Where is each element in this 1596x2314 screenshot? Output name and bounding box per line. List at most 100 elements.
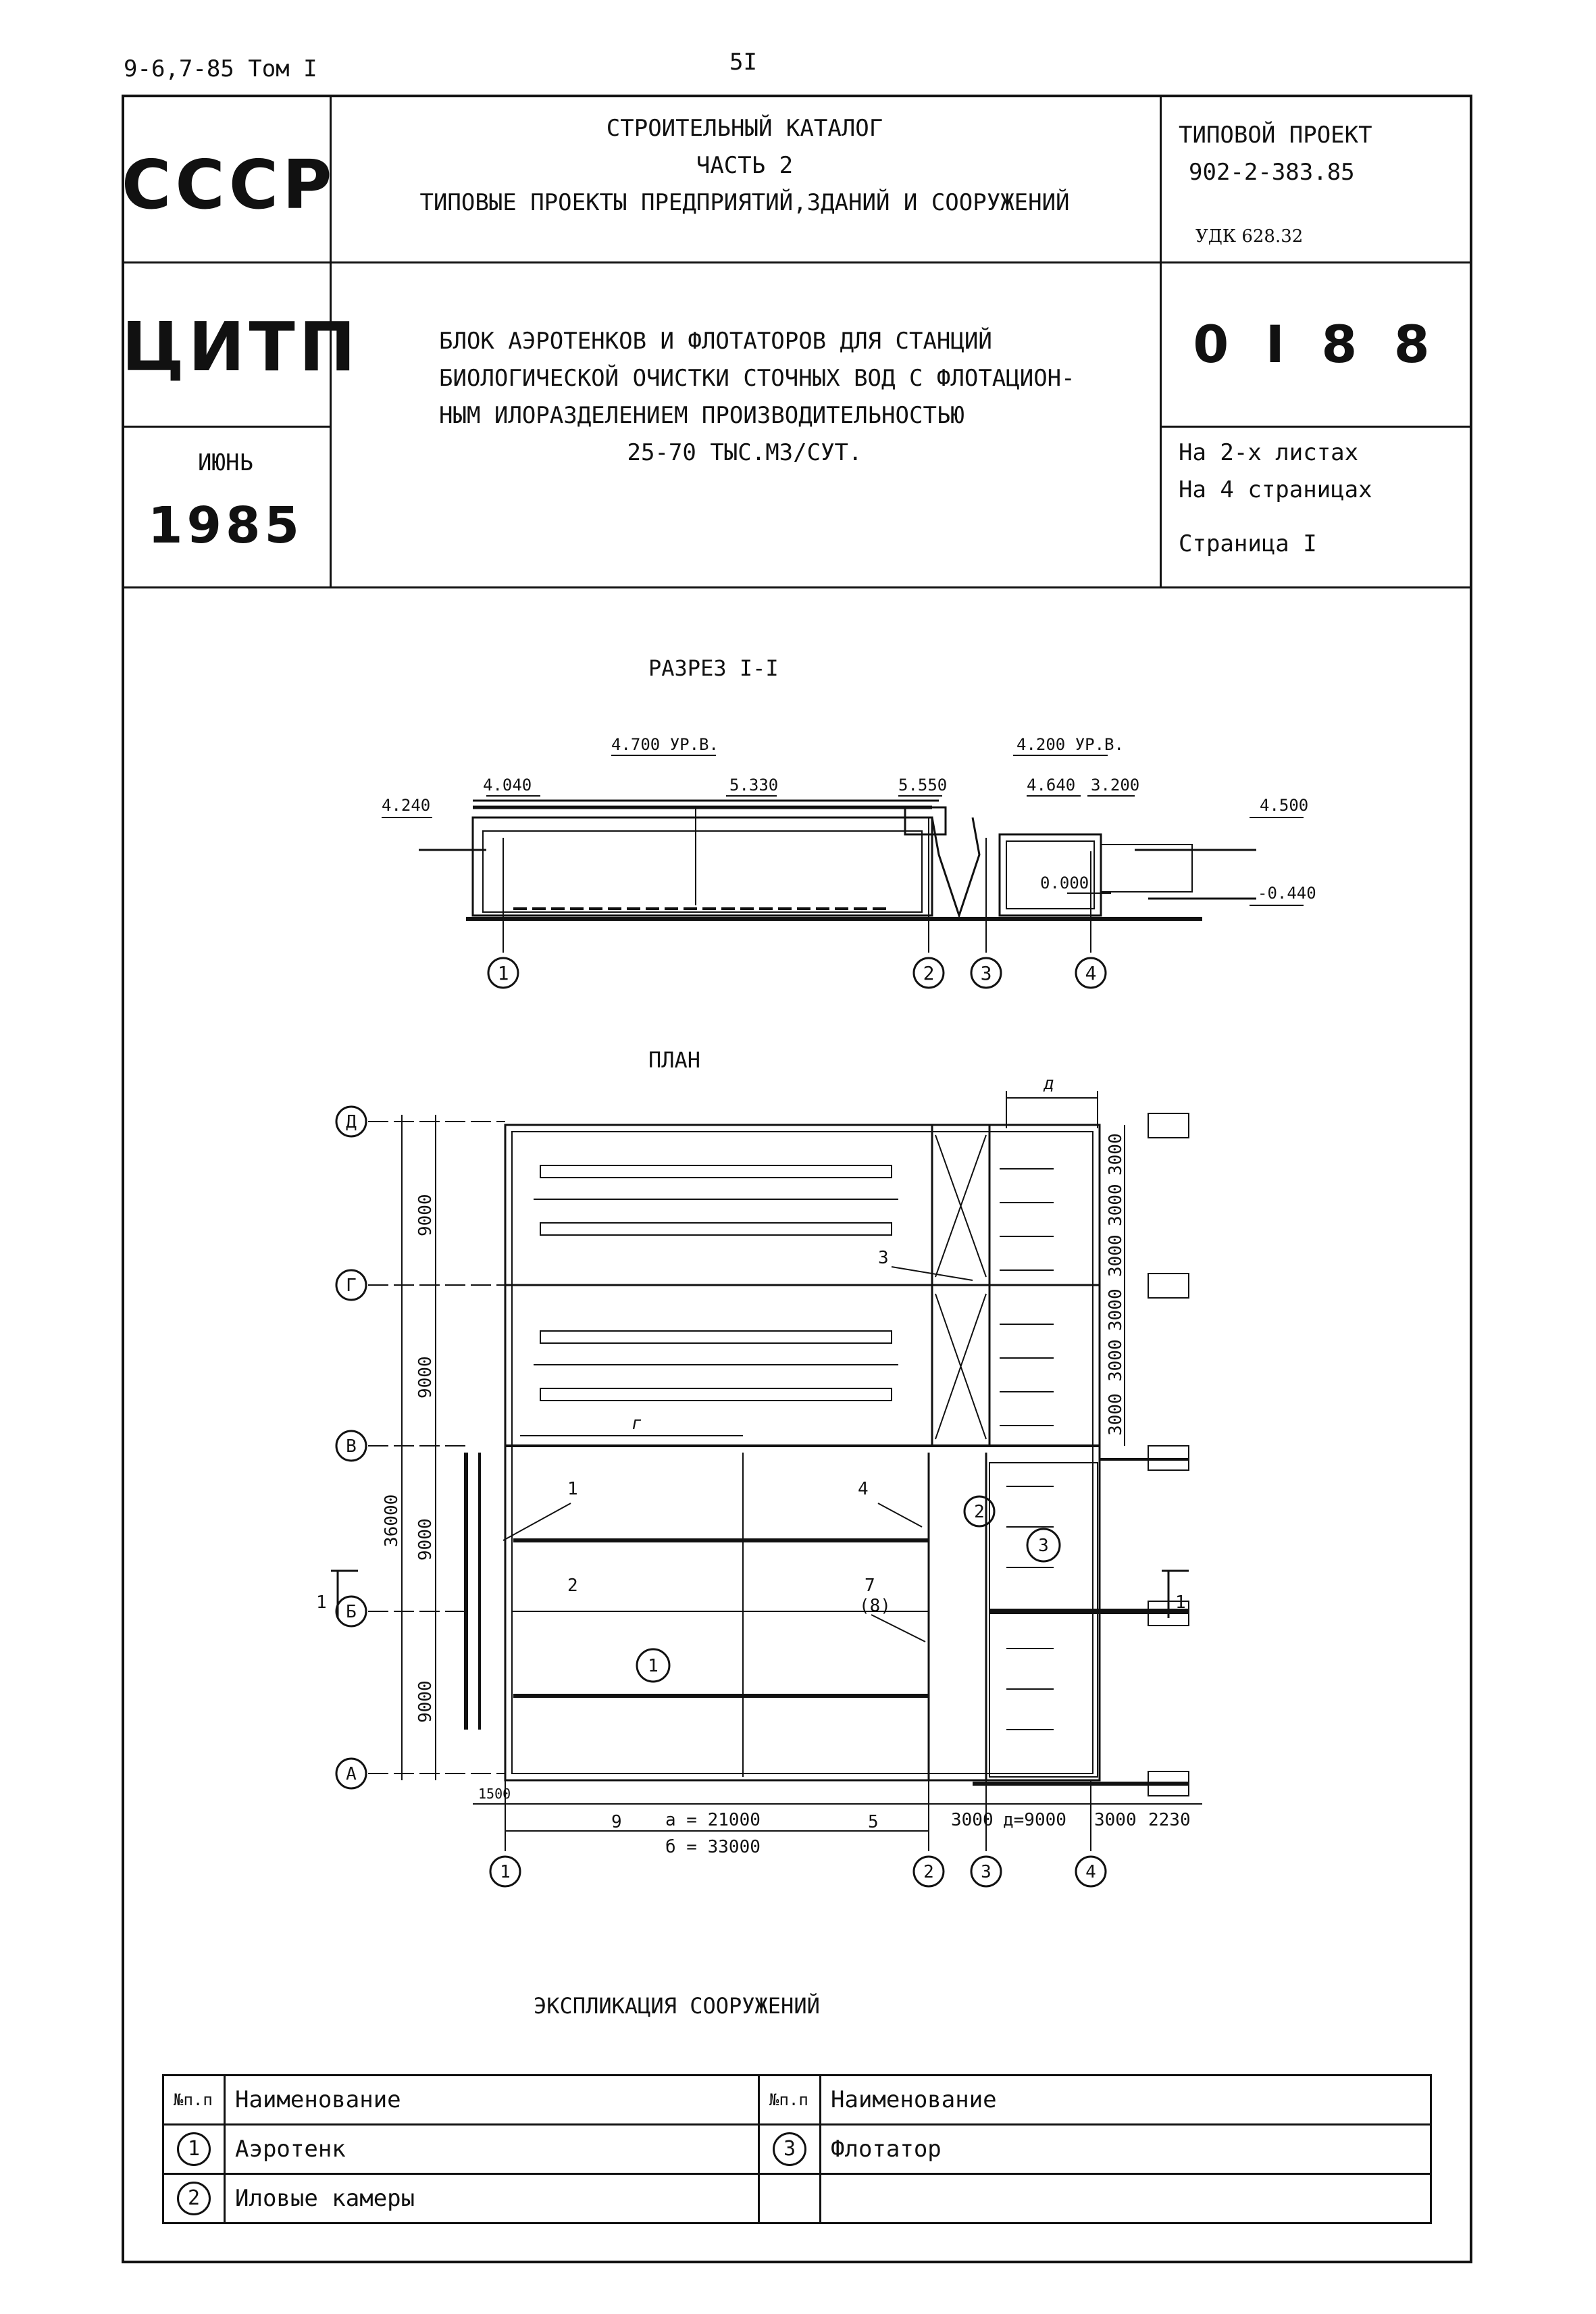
callout-label: 1 bbox=[567, 1479, 578, 1499]
project-title-line: БИОЛОГИЧЕСКОЙ ОЧИСТКИ СТОЧНЫХ ВОД С ФЛОТ… bbox=[439, 365, 1075, 392]
elevation-label: 4.200 УР.В. bbox=[1016, 735, 1124, 754]
dimension-label: г bbox=[632, 1413, 642, 1434]
project-title-line: БЛОК АЭРОТЕНКОВ И ФЛОТАТОРОВ ДЛЯ СТАНЦИЙ bbox=[439, 328, 992, 355]
project-number: 902-2-383.85 bbox=[1189, 159, 1355, 186]
col-axis-label: 1 bbox=[500, 1862, 511, 1882]
row-axis-label: Б bbox=[346, 1602, 357, 1622]
item-number: 3 bbox=[773, 2132, 806, 2166]
table-row: 1 Аэротенк 3 Флотатор bbox=[162, 2123, 1432, 2175]
elevation-label: -0.440 bbox=[1258, 884, 1316, 903]
dimension-label: 3000 bbox=[1106, 1234, 1126, 1277]
header-divider bbox=[122, 586, 1472, 588]
row-axis-label: Г bbox=[346, 1276, 357, 1296]
project-title-line: 25-70 ТЫС.М3/СУТ. bbox=[627, 439, 863, 466]
callout-label: 2 bbox=[567, 1576, 578, 1596]
header-divider bbox=[330, 95, 332, 588]
row-axis-label: А bbox=[346, 1764, 357, 1784]
dimension-label: 3000 bbox=[1106, 1184, 1126, 1226]
elevation-label: 5.330 bbox=[729, 776, 778, 795]
axis-label: 4 bbox=[1085, 962, 1097, 984]
series-reference: 9-6,7-85 Том I bbox=[124, 55, 317, 82]
page-label: Страница I bbox=[1179, 530, 1317, 557]
document-code: 0 I 8 8 bbox=[1193, 314, 1439, 374]
row-axis-label: Д bbox=[346, 1112, 357, 1132]
header-divider bbox=[1160, 426, 1472, 428]
dimension-label: б = 33000 bbox=[665, 1837, 761, 1857]
table-row: 2 Иловые камеры bbox=[162, 2173, 1432, 2224]
project-label: ТИПОВОЙ ПРОЕКТ bbox=[1179, 122, 1372, 149]
item-name: Аэротенк bbox=[224, 2123, 760, 2175]
axis-label: 1 bbox=[498, 962, 509, 984]
elevation-label: 3.200 bbox=[1091, 776, 1139, 795]
dimension-label: д=9000 bbox=[1003, 1810, 1066, 1830]
explication-title: ЭКСПЛИКАЦИЯ СООРУЖЕНИЙ bbox=[534, 1993, 820, 2019]
callout-label: 5 bbox=[868, 1812, 879, 1832]
callout-label: 4 bbox=[858, 1479, 869, 1499]
table-header-cell: №п.п bbox=[758, 2074, 821, 2126]
explication-table: №п.п Наименование №п.п Наименование 1 Аэ… bbox=[162, 2074, 1432, 2224]
header-divider bbox=[1160, 95, 1162, 588]
item-name: Иловые камеры bbox=[224, 2173, 760, 2224]
table-header-cell: Наименование bbox=[819, 2074, 1432, 2126]
dimension-label: 2230 bbox=[1148, 1810, 1191, 1830]
col-axis-label: 4 bbox=[1085, 1862, 1096, 1882]
udk-code: УДК 628.32 bbox=[1195, 226, 1304, 247]
dimension-label: 3000 bbox=[1106, 1393, 1126, 1436]
dimension-label: 3000 bbox=[951, 1810, 994, 1830]
dimension-label: д bbox=[1043, 1074, 1054, 1094]
org-label: ЦИТП bbox=[122, 307, 360, 386]
header-divider bbox=[122, 261, 1472, 263]
elevation-label: 4.640 bbox=[1027, 776, 1075, 795]
zone-label: 3 bbox=[1038, 1536, 1049, 1556]
header-divider bbox=[122, 426, 330, 428]
page-count: На 4 страницах bbox=[1179, 476, 1372, 503]
col-axis-label: 2 bbox=[923, 1862, 934, 1882]
page-number: 5I bbox=[729, 49, 757, 76]
table-header-row: №п.п Наименование №п.п Наименование bbox=[162, 2074, 1432, 2126]
catalog-part: ЧАСТЬ 2 bbox=[696, 152, 794, 179]
drawing-frame bbox=[122, 95, 1472, 2263]
elevation-label: 0.000 bbox=[1040, 874, 1089, 892]
country-label: СССР bbox=[122, 145, 336, 224]
item-name: Флотатор bbox=[819, 2123, 1432, 2175]
table-header-cell: №п.п bbox=[162, 2074, 226, 2126]
dimension-label: а = 21000 bbox=[665, 1810, 761, 1830]
elevation-label: 4.040 bbox=[483, 776, 532, 795]
catalog-subtitle: ТИПОВЫЕ ПРОЕКТЫ ПРЕДПРИЯТИЙ,ЗДАНИЙ И СОО… bbox=[419, 189, 1070, 216]
axis-label: 3 bbox=[981, 962, 992, 984]
table-header-cell: Наименование bbox=[224, 2074, 760, 2126]
item-number: 1 bbox=[177, 2132, 211, 2166]
zone-label: 2 bbox=[974, 1502, 985, 1522]
dimension-label: 3000 bbox=[1106, 1133, 1126, 1176]
axis-label: 2 bbox=[923, 962, 935, 984]
row-axis-label: В bbox=[346, 1436, 357, 1457]
section-mark-label: 1 bbox=[1175, 1592, 1186, 1613]
dimension-label: 3000 bbox=[1094, 1810, 1137, 1830]
callout-label: (8) bbox=[859, 1596, 891, 1616]
dimension-label: 9000 bbox=[415, 1356, 436, 1399]
dimension-label: 9000 bbox=[415, 1194, 436, 1236]
sheet-count: На 2-х листах bbox=[1179, 439, 1359, 466]
callout-label: 7 bbox=[865, 1576, 875, 1596]
dimension-label: 3000 bbox=[1106, 1288, 1126, 1331]
callout-label: 3 bbox=[878, 1248, 889, 1268]
section-drawing bbox=[382, 755, 1304, 989]
zone-label: 1 bbox=[648, 1656, 659, 1676]
elevation-label: 4.700 УР.В. bbox=[611, 735, 719, 754]
elevation-label: 4.500 bbox=[1260, 796, 1308, 815]
section-mark-label: 1 bbox=[316, 1592, 327, 1613]
callout-label: 9 bbox=[611, 1812, 622, 1832]
month-label: ИЮНЬ bbox=[198, 449, 253, 476]
section-title: РАЗРЕЗ I-I bbox=[648, 655, 779, 681]
dimension-label: 9000 bbox=[415, 1680, 436, 1723]
elevation-label: 5.550 bbox=[898, 776, 947, 795]
plan-title: ПЛАН bbox=[648, 1047, 700, 1073]
dimension-label: 3000 bbox=[1106, 1339, 1126, 1382]
dimension-label: 36000 bbox=[382, 1494, 402, 1547]
project-title-line: НЫМ ИЛОРАЗДЕЛЕНИЕМ ПРОИЗВОДИТЕЛЬНОСТЬЮ bbox=[439, 402, 964, 429]
plan-drawing bbox=[331, 1091, 1202, 1888]
dimension-label: 1500 bbox=[478, 1786, 511, 1802]
catalog-title: СТРОИТЕЛЬНЫЙ КАТАЛОГ bbox=[606, 115, 883, 142]
year-label: 1985 bbox=[148, 497, 303, 555]
